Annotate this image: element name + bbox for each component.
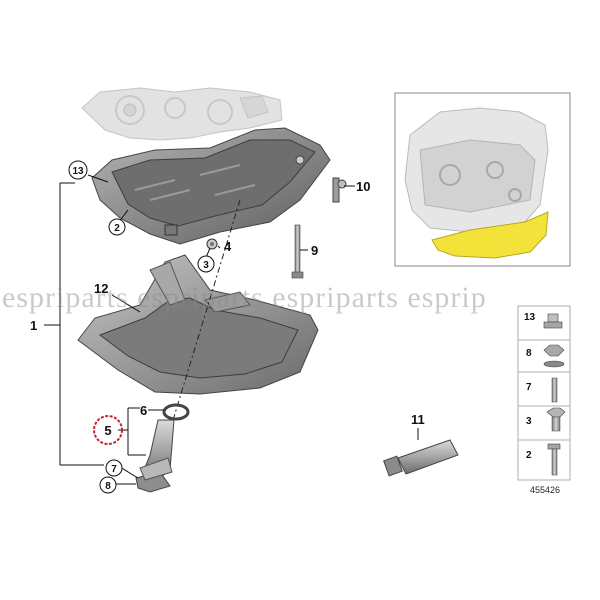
- oil-suction-pipe: [135, 419, 175, 493]
- o-ring: [162, 403, 190, 421]
- callout-13: 13: [68, 160, 88, 180]
- callout-8: 8: [99, 476, 117, 494]
- leader-lines: [44, 174, 355, 485]
- callout-5: 5: [93, 415, 123, 445]
- assembly-axis: [169, 199, 241, 431]
- svg-text:3: 3: [203, 260, 209, 271]
- callout-4: 4: [224, 239, 232, 254]
- callout-6: 6: [140, 403, 147, 418]
- upper-oil-pan: [91, 127, 331, 245]
- svg-text:13: 13: [72, 166, 84, 177]
- legend-icon-bolt: [547, 443, 561, 476]
- callout-5-highlight-ring: [93, 415, 123, 445]
- sealant-tube: [383, 439, 459, 477]
- legend-icon-clip: [543, 313, 563, 329]
- highlighted-oil-pan: [431, 211, 549, 259]
- legend-icon-drain-plug: [546, 407, 566, 432]
- legend-label-8: 8: [526, 348, 532, 359]
- svg-text:5: 5: [104, 423, 111, 438]
- legend-label-3: 3: [526, 416, 532, 427]
- engine-block-ghost: [81, 87, 283, 141]
- legend-label-13: 13: [524, 312, 536, 323]
- lower-oil-pan: [77, 254, 319, 395]
- callout-1: 1: [30, 318, 37, 333]
- callout-2: 2: [108, 218, 126, 236]
- legend-label-2: 2: [526, 450, 532, 461]
- legend-icon-nut: [543, 344, 565, 368]
- svg-text:8: 8: [105, 481, 111, 492]
- callout-9: 9: [311, 243, 318, 258]
- legend-icon-stud: [551, 377, 558, 403]
- callout-12: 12: [94, 281, 108, 296]
- callout-11: 11: [411, 412, 425, 427]
- bolt-9: [291, 224, 304, 279]
- svg-text:7: 7: [111, 464, 117, 475]
- legend-label-7: 7: [526, 382, 532, 393]
- oil-level-sensor: [332, 177, 347, 203]
- callout-10: 10: [356, 179, 370, 194]
- callout-7: 7: [105, 459, 123, 477]
- engine-inset: [394, 92, 571, 267]
- svg-text:2: 2: [114, 223, 120, 234]
- watermark: espriparts espriparts espriparts esprip: [2, 281, 487, 314]
- callout-3: 3: [197, 255, 215, 273]
- figure-number: 455426: [530, 485, 560, 495]
- drain-plug: [206, 238, 218, 250]
- hardware-legend: 13 8 7 3 2: [517, 305, 571, 481]
